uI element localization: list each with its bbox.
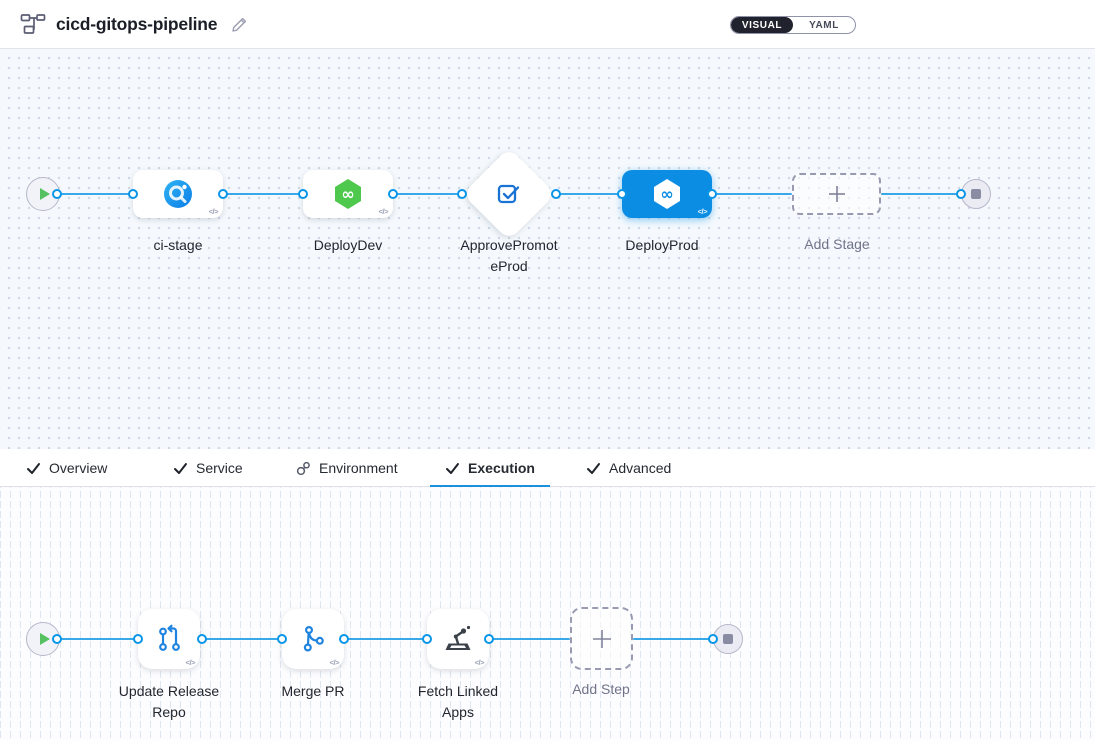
connector-dot — [457, 189, 467, 199]
connector-dot — [708, 634, 718, 644]
connector-line — [202, 637, 282, 641]
step-node-update-release-repo[interactable]: </> — [138, 609, 200, 669]
plus-icon — [592, 629, 611, 648]
stop-icon — [723, 634, 733, 644]
connector-dot — [197, 634, 207, 644]
check-icon — [174, 462, 187, 474]
play-icon — [39, 188, 50, 200]
connector-line — [393, 192, 462, 196]
connector-dot — [52, 634, 62, 644]
svg-text:∞: ∞ — [660, 185, 673, 204]
connector-line — [223, 192, 303, 196]
connector-dot — [617, 189, 627, 199]
visual-toggle-button[interactable]: VISUAL — [731, 17, 793, 33]
connector-line — [881, 192, 961, 196]
step-label-update-release-repo: Update Release Repo — [118, 683, 220, 720]
ci-build-icon — [163, 179, 193, 209]
connector-line — [633, 637, 713, 641]
stage-label-deploydev: DeployDev — [313, 237, 383, 253]
tab-environment[interactable]: Environment — [296, 449, 398, 487]
code-icon: </> — [185, 658, 196, 667]
add-stage-label: Add Stage — [804, 236, 870, 252]
connector-line — [712, 192, 792, 196]
svg-text:∞: ∞ — [341, 185, 354, 204]
pipeline-icon — [20, 13, 46, 35]
cd-deploy-icon: ∞ — [651, 178, 683, 210]
connector-line — [57, 637, 138, 641]
connector-line — [489, 637, 570, 641]
view-toggle: VISUAL YAML — [730, 16, 856, 34]
add-step-label: Add Step — [572, 681, 630, 697]
tab-execution[interactable]: Execution — [430, 449, 550, 488]
connector-dot — [484, 634, 494, 644]
stage-label-deployprod: DeployProd — [625, 237, 699, 253]
connector-dot — [298, 189, 308, 199]
git-fetch-icon — [152, 623, 186, 655]
tab-service[interactable]: Service — [173, 449, 243, 487]
connector-dot — [956, 189, 966, 199]
environment-icon — [296, 461, 310, 475]
linked-apps-icon — [441, 623, 475, 655]
connector-dot — [218, 189, 228, 199]
connector-dot — [551, 189, 561, 199]
plus-icon — [828, 186, 845, 202]
add-step-button[interactable] — [570, 607, 633, 670]
stage-label-approvepromoteprod: ApprovePromot eProd — [460, 237, 558, 274]
check-icon — [446, 462, 460, 474]
step-label-fetch-linked-apps: Fetch Linked Apps — [417, 683, 499, 720]
stage-node-deployprod[interactable]: ∞ </> — [622, 170, 712, 218]
connector-dot — [52, 189, 62, 199]
header: cicd-gitops-pipeline VISUAL YAML — [0, 0, 1095, 49]
approval-icon — [494, 179, 524, 209]
execution-end-node — [713, 624, 743, 654]
step-node-merge-pr[interactable]: </> — [282, 609, 344, 669]
code-icon: </> — [208, 207, 219, 216]
execution-canvas[interactable]: </> </> — [0, 487, 1095, 741]
yaml-toggle-button[interactable]: YAML — [809, 19, 839, 31]
connector-line — [556, 192, 622, 196]
edit-pencil-icon[interactable] — [231, 16, 248, 33]
step-node-fetch-linked-apps[interactable]: </> — [427, 609, 489, 669]
play-icon — [39, 633, 50, 645]
stage-label-ci-stage: ci-stage — [153, 237, 203, 253]
connector-dot — [133, 634, 143, 644]
code-icon: </> — [697, 207, 708, 216]
step-label-merge-pr: Merge PR — [281, 683, 345, 699]
connector-dot — [277, 634, 287, 644]
stage-node-ci-stage[interactable]: </> — [133, 170, 223, 218]
connector-dot — [707, 189, 717, 199]
active-tab-underline — [430, 485, 550, 488]
code-icon: </> — [329, 658, 340, 667]
stage-canvas[interactable]: </> ∞ </> — [0, 49, 1095, 449]
stage-config-tabbar: Overview Service Environment Execution A… — [0, 449, 1095, 488]
pipeline-end-node — [961, 179, 991, 209]
cd-deploy-icon: ∞ — [332, 178, 364, 210]
check-icon — [587, 462, 600, 474]
connector-dot — [128, 189, 138, 199]
tab-overview[interactable]: Overview — [26, 449, 107, 487]
stop-icon — [971, 189, 981, 199]
stage-node-deploydev[interactable]: ∞ </> — [303, 170, 393, 218]
connector-dot — [422, 634, 432, 644]
connector-line — [57, 192, 133, 196]
connector-dot — [339, 634, 349, 644]
code-icon: </> — [378, 207, 389, 216]
check-icon — [27, 462, 40, 474]
page-title: cicd-gitops-pipeline — [56, 13, 218, 34]
add-stage-button[interactable] — [792, 173, 881, 215]
stage-node-approvepromoteprod[interactable] — [462, 147, 556, 241]
tab-advanced[interactable]: Advanced — [586, 449, 671, 487]
connector-line — [344, 637, 427, 641]
connector-dot — [388, 189, 398, 199]
code-icon: </> — [474, 658, 485, 667]
git-merge-icon — [296, 623, 330, 655]
